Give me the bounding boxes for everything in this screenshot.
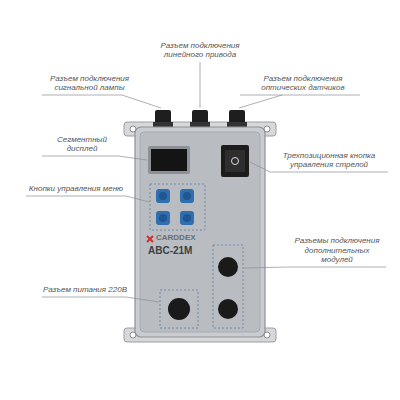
model-name: ABC-21M <box>148 245 192 256</box>
group-bracket <box>160 290 198 328</box>
display-bezel <box>148 146 190 174</box>
rocker-switch <box>225 150 245 172</box>
callout-label: Разъем подключения оптических датчиков <box>248 74 358 93</box>
callout-label: Кнопки управления меню <box>26 184 126 194</box>
menu-button <box>156 189 194 225</box>
group-bracket <box>150 184 205 230</box>
callout-label: Трехпозиционная кнопка управления стрело… <box>270 151 388 170</box>
switch-symbol <box>232 158 239 165</box>
cable-gland <box>153 110 247 128</box>
leader-line <box>26 62 388 302</box>
device-panel: CARDDEX ABC-21M <box>140 132 260 332</box>
device-housing <box>135 127 265 337</box>
segment-display <box>151 149 187 171</box>
callout-label: Разъем питания 220В <box>42 285 128 295</box>
callout-label: Сегментный дисплей <box>42 135 122 154</box>
rocker-switch <box>221 145 249 177</box>
power-connector <box>168 298 190 320</box>
group-bracket <box>213 245 243 328</box>
callout-label: Разъем подключения сигнальной лампы <box>42 74 137 93</box>
module-connector <box>218 257 238 277</box>
logo-mark <box>147 236 153 242</box>
brand-name: CARDDEX <box>156 233 196 242</box>
callout-label: Разъем подключения линейного привода <box>145 41 255 60</box>
callout-label: Разъемы подключения дополнительных модул… <box>288 236 386 265</box>
module-connector <box>218 299 238 319</box>
